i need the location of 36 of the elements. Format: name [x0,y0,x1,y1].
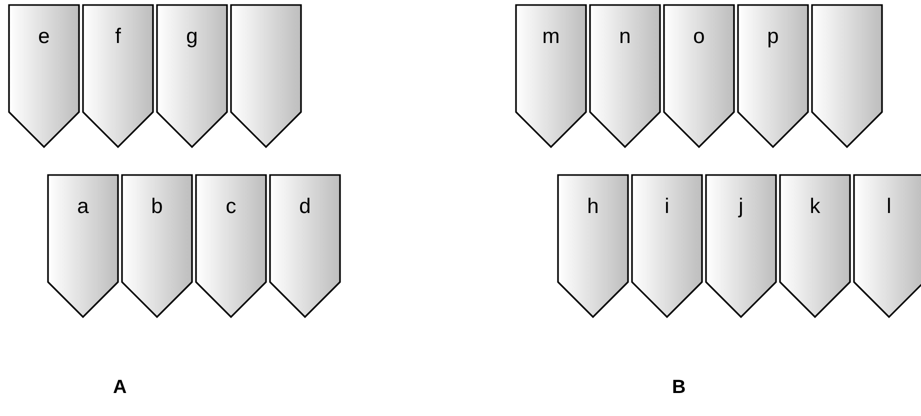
tag-letter: b [151,196,163,217]
pentagon-tag [121,174,193,318]
tag-letter: h [587,196,599,217]
pentagon-tag [589,4,661,148]
pentagon-tag [779,174,851,318]
tag-letter: j [738,196,744,217]
tag-letter: g [186,26,198,47]
tag-letter: p [767,26,779,47]
pentagon-tag [515,4,587,148]
tag-letter: m [542,26,560,47]
pentagon-tag [269,174,341,318]
tag-letter: i [664,196,670,217]
tag-letter: a [77,196,89,217]
pentagon-tag [557,174,629,318]
pentagon-tag [47,174,119,318]
pentagon-tag [705,174,777,318]
tag-letter: k [810,196,820,217]
pentagon-tag [663,4,735,148]
tag-letter: o [693,26,705,47]
tag-letter: e [38,26,50,47]
tag-letter: l [886,196,892,217]
pentagon-tag [8,4,80,148]
pentagon-tag [737,4,809,148]
pentagon-tag [853,174,921,318]
pentagon-tag [230,4,302,148]
pentagon-tag [156,4,228,148]
tag-letter: c [226,196,236,217]
tag-letter: f [115,26,121,47]
group-label: A [113,378,127,397]
pentagon-tag [811,4,883,148]
pentagon-tag [82,4,154,148]
tag-letter: n [619,26,631,47]
tag-letter: d [299,196,311,217]
pentagon-tag [195,174,267,318]
group-label: B [672,378,686,397]
pentagon-tag [631,174,703,318]
